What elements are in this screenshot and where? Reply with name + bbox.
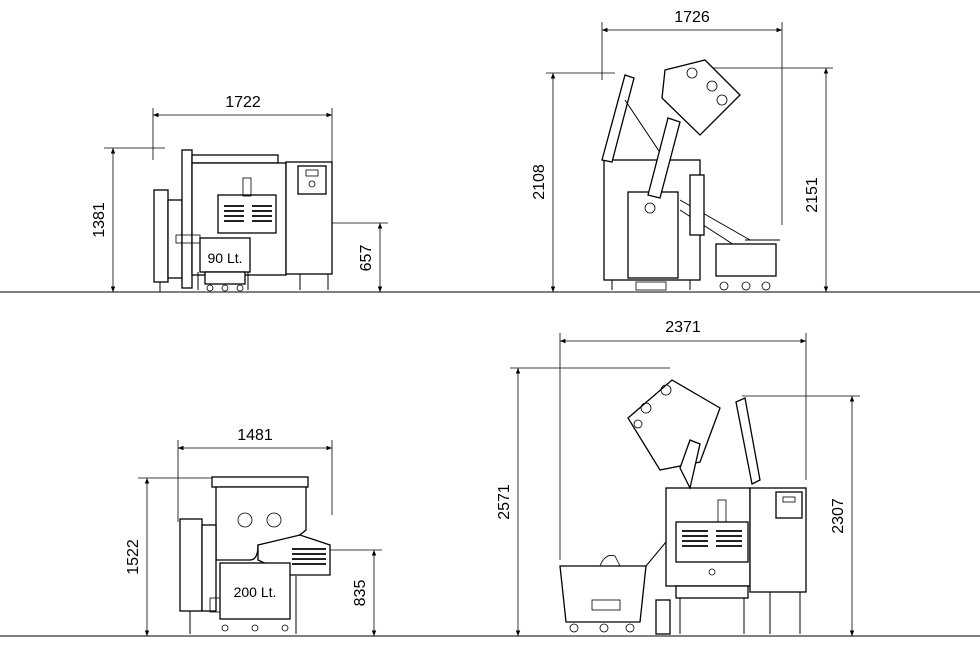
view-bottom-right: 2371 2571 2307: [496, 319, 860, 636]
view-top-right: 1726 2108 2151: [531, 9, 833, 292]
dimension-label-height: 2571: [496, 484, 513, 520]
dimension-label-height: 2108: [531, 164, 548, 200]
dimension-label-width: 1481: [237, 427, 273, 444]
dimension-label-width: 1722: [225, 94, 261, 111]
dimension-label-height2: 657: [358, 245, 375, 272]
dimension-label-height2: 835: [352, 580, 369, 607]
view-bottom-left: 1481 1522 835 200 Lt.: [125, 427, 382, 636]
view-top-left: 1722 1381 657 90 Lt.: [91, 94, 388, 292]
capacity-label: 200 Lt.: [234, 584, 277, 600]
dimension-label-height: 1522: [125, 539, 142, 575]
dimension-label-width: 2371: [665, 319, 701, 336]
dimension-label-height2: 2307: [830, 498, 847, 534]
dimension-label-width: 1726: [674, 9, 710, 26]
capacity-label: 90 Lt.: [207, 250, 242, 266]
dimension-label-height: 1381: [91, 202, 108, 238]
dimension-label-height2: 2151: [804, 177, 821, 213]
